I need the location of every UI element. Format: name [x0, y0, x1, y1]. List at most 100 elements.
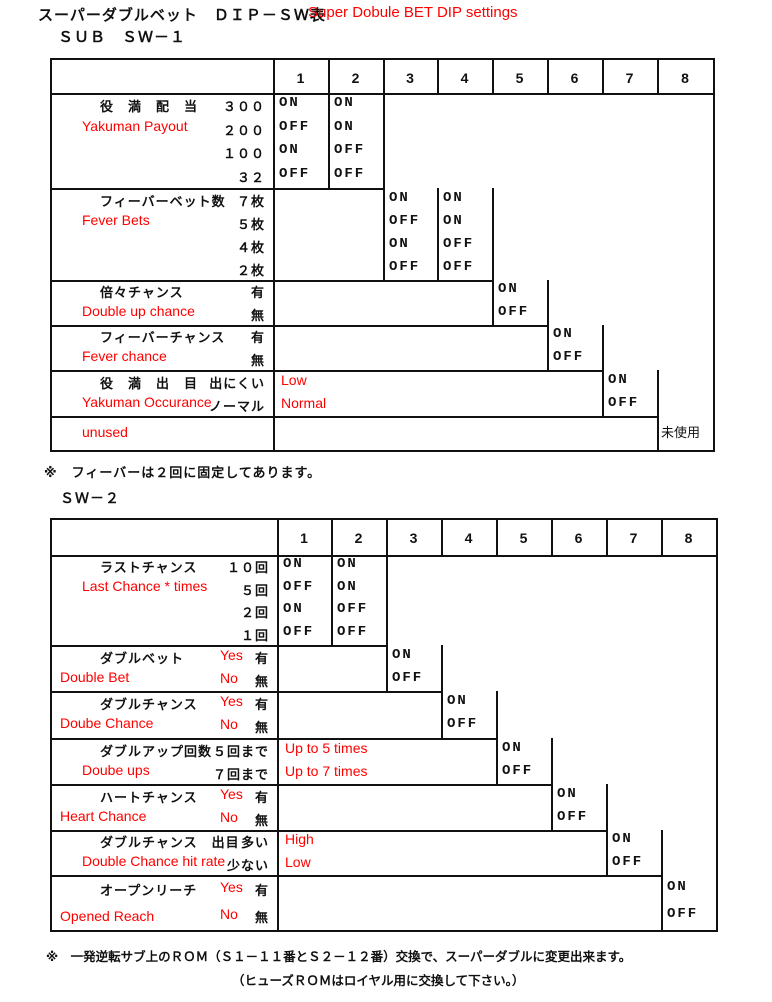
switch-setting: OFF	[557, 808, 589, 825]
setting-name-jp: ハートチャンス	[100, 790, 198, 806]
switch-cell-divider	[437, 188, 439, 280]
option-value-en: Normal	[281, 394, 327, 411]
switch-setting: ON	[443, 212, 464, 229]
setting-name-en: Doube Chance	[60, 715, 154, 732]
setting-name-en: Double Bet	[60, 668, 130, 685]
option-value-en: High	[285, 831, 314, 848]
header-column-divider	[606, 518, 608, 555]
option-label-en: No	[220, 716, 238, 733]
option-label-jp: 少ない	[226, 858, 269, 874]
setting-name-en: Double up chance	[82, 302, 195, 319]
switch-column-header: 4	[460, 70, 469, 86]
header-divider	[50, 555, 716, 557]
option-label-jp: ７回まで	[212, 767, 269, 783]
header-column-divider	[657, 58, 659, 93]
switch-cell-divider	[331, 555, 333, 645]
switch-setting: OFF	[283, 578, 315, 595]
group-divider	[50, 280, 494, 282]
switch-setting: ON	[283, 601, 304, 618]
option-label-jp: 有	[254, 790, 269, 806]
document-title-translation: Super Dobule BET DIP settings	[308, 4, 518, 21]
option-label-en: No	[220, 906, 238, 923]
switch-setting: ON	[443, 189, 464, 206]
switch-setting: ON	[498, 281, 519, 298]
rom-note: ※ 一発逆転サブ上のＲＯＭ（Ｓ１－１１番とＳ２－１２番）交換で、スーパーダブルに…	[46, 949, 632, 964]
switch-cell-divider	[496, 691, 498, 738]
switch-setting: OFF	[389, 212, 421, 229]
switch-setting: ON	[283, 556, 304, 573]
switch-setting: OFF	[447, 716, 479, 733]
setting-name-jp: フィーバーベット数	[100, 194, 226, 210]
setting-name-en: Fever Bets	[82, 211, 150, 228]
switch-column-header: 1	[300, 530, 308, 546]
switch-setting: OFF	[389, 258, 421, 275]
header-column-divider	[661, 518, 663, 555]
option-label-jp: 無	[250, 353, 265, 369]
switch-setting: ON	[389, 235, 410, 252]
switch-setting: ON	[389, 189, 410, 206]
switch-setting: ON	[279, 94, 300, 111]
sw2-heading: ＳＷ－２	[60, 491, 120, 507]
table-border	[50, 930, 718, 932]
option-value-en: Low	[285, 853, 311, 870]
option-label-jp: 無	[254, 674, 269, 690]
switch-cell-divider	[547, 325, 549, 370]
table-border	[713, 58, 715, 450]
header-column-divider	[547, 58, 549, 93]
switch-cell-divider	[496, 738, 498, 784]
table-border	[50, 58, 52, 450]
group-divider	[50, 188, 385, 190]
setting-name-en: Fever chance	[82, 347, 167, 364]
header-column-divider	[602, 58, 604, 93]
option-label-en: Yes	[220, 878, 243, 895]
header-column-divider	[437, 58, 439, 93]
option-label-jp: ５回まで	[212, 744, 269, 760]
option-label-en: Yes	[220, 692, 243, 709]
option-label-jp: ７枚	[236, 194, 265, 210]
setting-name-en: unused	[82, 424, 128, 440]
switch-setting: OFF	[337, 623, 369, 640]
label-column-divider	[273, 58, 275, 450]
option-label-jp: 有	[254, 883, 269, 899]
group-divider	[50, 830, 608, 832]
switch-setting: ON	[612, 831, 633, 848]
switch-setting: OFF	[553, 348, 585, 365]
switch-column-header: 8	[681, 70, 689, 86]
setting-name-en: Opened Reach	[60, 908, 155, 924]
setting-name-jp: ダブルチャンス 出目	[100, 836, 240, 852]
switch-cell-divider	[661, 830, 663, 875]
option-label-jp: 出にくい	[209, 376, 265, 392]
switch-cell-divider	[383, 188, 385, 280]
header-column-divider	[386, 518, 388, 555]
switch-column-header: 6	[570, 70, 579, 86]
switch-cell-divider	[547, 280, 549, 325]
switch-cell-divider	[606, 784, 608, 830]
group-divider	[50, 738, 498, 740]
option-label-jp: １０回	[226, 561, 269, 577]
switch-column-header: 2	[354, 530, 363, 546]
switch-setting: ON	[502, 739, 523, 756]
switch-setting: OFF	[279, 118, 311, 135]
header-column-divider	[331, 518, 333, 555]
switch-setting: OFF	[392, 669, 424, 686]
option-label-jp: ノーマル	[208, 399, 265, 415]
switch-cell-divider	[386, 555, 388, 645]
option-label-jp: 有	[254, 651, 269, 667]
option-value-en: Up to 5 times	[285, 739, 368, 756]
option-label-en: Yes	[220, 785, 243, 802]
table-border	[50, 518, 718, 520]
document-title: スーパーダブルベット ＤＩＰ－ＳＷ表	[38, 6, 326, 24]
group-divider	[50, 875, 663, 877]
header-column-divider	[441, 518, 443, 555]
switch-setting: OFF	[334, 166, 366, 183]
option-label-jp: 有	[250, 286, 265, 302]
fever-note: ※ フィーバーは２回に固定してあります。	[44, 466, 322, 481]
group-divider	[50, 691, 443, 693]
switch-cell-divider	[606, 830, 608, 875]
option-value-en: Low	[281, 371, 307, 388]
switch-column-header: 5	[515, 70, 524, 86]
option-label-en: No	[220, 669, 238, 686]
setting-name-jp: フィーバーチャンス	[100, 331, 226, 347]
switch-column-header: 2	[351, 70, 360, 86]
setting-name-jp: ダブルアップ回数	[100, 744, 213, 760]
